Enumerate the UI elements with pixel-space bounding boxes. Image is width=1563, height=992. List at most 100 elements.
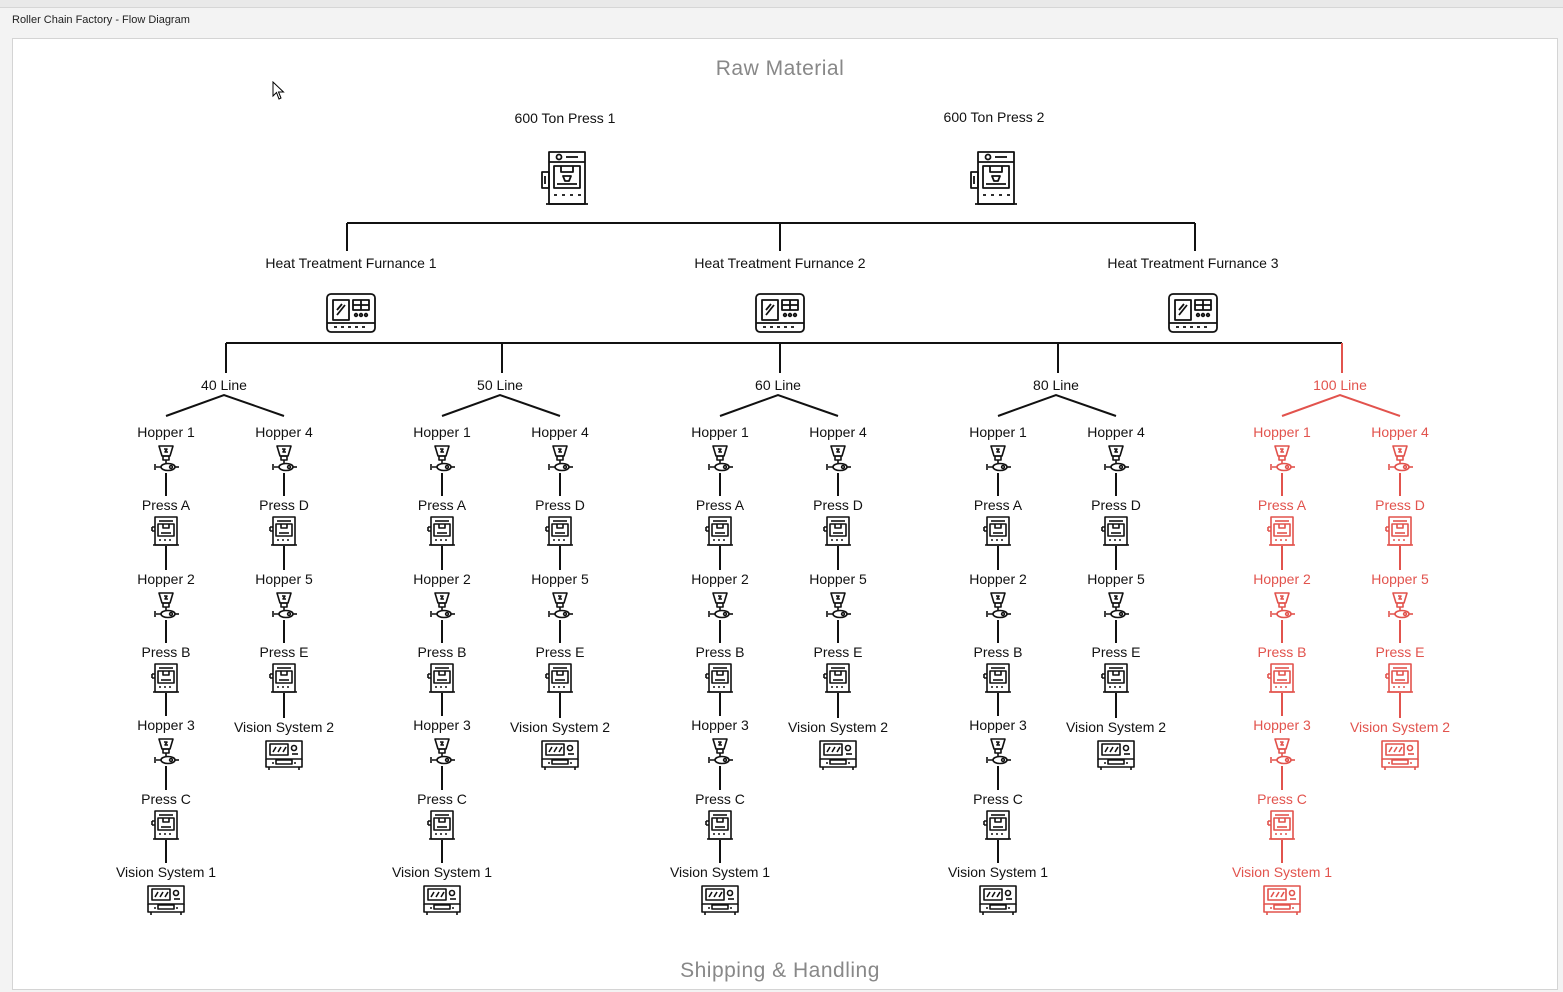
line-3-right_branch-label-3: Press E <box>1091 644 1141 660</box>
line-0-left_branch-label-4: Hopper 3 <box>137 717 195 733</box>
line-2-right_branch-label-1: Press D <box>813 497 863 513</box>
line-1-left_branch-press-icon-1[interactable] <box>425 514 459 553</box>
line-0-right_branch-hopper-icon-2[interactable] <box>268 590 300 627</box>
line-0-left_branch-label-1: Press A <box>141 497 191 513</box>
line-3-right_branch-vision-system-icon-4-graphic <box>1097 740 1135 770</box>
line-1-left_branch-label-3: Press B <box>417 644 467 660</box>
line-0-left_branch-hopper-icon-0[interactable] <box>150 443 182 480</box>
line-4-left_branch-label-1: Press A <box>1257 497 1307 513</box>
line-3-left_branch-hopper-icon-2[interactable] <box>982 590 1014 627</box>
furnace-2-icon[interactable] <box>753 291 807 340</box>
line-3-right_branch-vision-system-icon-4[interactable] <box>1095 738 1137 777</box>
line-2-right_branch-vision-system-icon-4[interactable] <box>817 738 859 777</box>
line-4-right_branch-hopper-icon-2[interactable] <box>1384 590 1416 627</box>
line-4-right_branch-hopper-icon-0[interactable] <box>1384 443 1416 480</box>
line-2-left_branch-label-2: Hopper 2 <box>691 571 749 587</box>
line-0-left_branch-press-icon-1[interactable] <box>149 514 183 553</box>
line-2-right_branch-hopper-icon-0[interactable] <box>822 443 854 480</box>
line-1-right_branch-hopper-icon-2[interactable] <box>544 590 576 627</box>
line-2-left_branch-press-icon-3-graphic <box>705 663 733 693</box>
line-split-4 <box>1281 393 1401 417</box>
line-2-right_branch-press-icon-3[interactable] <box>821 661 855 700</box>
line-1-right_branch-hopper-icon-0[interactable] <box>544 443 576 480</box>
line-4-right_branch-vision-system-icon-4[interactable] <box>1379 738 1421 777</box>
line-4-left_branch-press-icon-5[interactable] <box>1265 808 1299 847</box>
press-1-label: 600 Ton Press 1 <box>514 110 616 126</box>
line-0-right_branch-press-icon-1-graphic <box>269 516 297 546</box>
line-0-left_branch-hopper-icon-2[interactable] <box>150 590 182 627</box>
line-3-right_branch-label-2: Hopper 5 <box>1087 571 1145 587</box>
furnace-2-icon-graphic <box>755 293 805 333</box>
line-2-left_branch-hopper-icon-4[interactable] <box>704 736 736 773</box>
flow-diagram-canvas[interactable]: Raw Material Shipping & Handling 600 Ton… <box>12 38 1558 990</box>
line-0-right_branch-press-icon-3[interactable] <box>267 661 301 700</box>
line-2-left_branch-vision-system-icon-6[interactable] <box>699 883 741 922</box>
line-4-left_branch-label-0: Hopper 1 <box>1253 424 1311 440</box>
line-4-left_branch-hopper-icon-0[interactable] <box>1266 443 1298 480</box>
line-title-4: 100 Line <box>1313 377 1367 393</box>
line-1-left_branch-hopper-icon-0[interactable] <box>426 443 458 480</box>
furnace-3-icon[interactable] <box>1166 291 1220 340</box>
line-3-left_branch-press-icon-1[interactable] <box>981 514 1015 553</box>
line-2-left_branch-press-icon-5-graphic <box>705 810 733 840</box>
line-2-right_branch-hopper-icon-2[interactable] <box>822 590 854 627</box>
line-2-right_branch-label-2: Hopper 5 <box>809 571 867 587</box>
line-0-left_branch-hopper-icon-4-graphic <box>154 738 179 765</box>
line-2-left_branch-press-icon-1-graphic <box>705 516 733 546</box>
line-0-right_branch-press-icon-1[interactable] <box>267 514 301 553</box>
press-600-ton-1-icon-graphic <box>541 151 588 205</box>
line-1-left_branch-vision-system-icon-6[interactable] <box>421 883 463 922</box>
line-0-right_branch-hopper-icon-0-graphic <box>272 445 297 472</box>
line-4-left_branch-press-icon-1[interactable] <box>1265 514 1299 553</box>
line-4-right_branch-press-icon-1[interactable] <box>1383 514 1417 553</box>
line-4-right_branch-press-icon-3[interactable] <box>1383 661 1417 700</box>
line-0-left_branch-vision-system-icon-6[interactable] <box>145 883 187 922</box>
line-4-left_branch-vision-system-icon-6-graphic <box>1263 885 1301 915</box>
line-3-left_branch-press-icon-5-graphic <box>983 810 1011 840</box>
line-3-left_branch-press-icon-5[interactable] <box>981 808 1015 847</box>
line-1-left_branch-press-icon-3[interactable] <box>425 661 459 700</box>
line-3-right_branch-press-icon-1[interactable] <box>1099 514 1133 553</box>
line-3-left_branch-hopper-icon-0[interactable] <box>982 443 1014 480</box>
furnace-1-label: Heat Treatment Furnance 1 <box>265 255 437 271</box>
line-1-left_branch-hopper-icon-4[interactable] <box>426 736 458 773</box>
line-1-left_branch-press-icon-5[interactable] <box>425 808 459 847</box>
line-0-left_branch-hopper-icon-4[interactable] <box>150 736 182 773</box>
line-0-left_branch-press-icon-3[interactable] <box>149 661 183 700</box>
line-1-left_branch-press-icon-1-graphic <box>427 516 455 546</box>
line-2-left_branch-press-icon-1[interactable] <box>703 514 737 553</box>
line-0-right_branch-hopper-icon-0[interactable] <box>268 443 300 480</box>
line-3-left_branch-label-0: Hopper 1 <box>969 424 1027 440</box>
line-1-left_branch-hopper-icon-2[interactable] <box>426 590 458 627</box>
line-2-left_branch-hopper-icon-0[interactable] <box>704 443 736 480</box>
line-2-left_branch-press-icon-3[interactable] <box>703 661 737 700</box>
line-3-right_branch-press-icon-3-graphic <box>1101 663 1129 693</box>
line-2-right_branch-press-icon-1[interactable] <box>821 514 855 553</box>
line-4-left_branch-hopper-icon-4[interactable] <box>1266 736 1298 773</box>
press-600-ton-2-icon[interactable] <box>967 149 1021 214</box>
furnace-1-icon[interactable] <box>324 291 378 340</box>
line-3-left_branch-hopper-icon-4[interactable] <box>982 736 1014 773</box>
line-4-right_branch-label-4: Vision System 2 <box>1349 719 1451 735</box>
line-3-right_branch-hopper-icon-0[interactable] <box>1100 443 1132 480</box>
press-600-ton-1-icon[interactable] <box>538 149 592 214</box>
line-1-right_branch-vision-system-icon-4[interactable] <box>539 738 581 777</box>
line-0-left_branch-label-0: Hopper 1 <box>137 424 195 440</box>
line-3-left_branch-press-icon-3[interactable] <box>981 661 1015 700</box>
line-1-left_branch-label-4: Hopper 3 <box>413 717 471 733</box>
line-3-right_branch-hopper-icon-2[interactable] <box>1100 590 1132 627</box>
line-2-left_branch-press-icon-5[interactable] <box>703 808 737 847</box>
line-4-left_branch-vision-system-icon-6[interactable] <box>1261 883 1303 922</box>
line-1-left_branch-press-icon-5-graphic <box>427 810 455 840</box>
line-0-right_branch-press-icon-3-graphic <box>269 663 297 693</box>
line-3-right_branch-press-icon-3[interactable] <box>1099 661 1133 700</box>
line-4-left_branch-hopper-icon-2[interactable] <box>1266 590 1298 627</box>
line-2-left_branch-hopper-icon-2[interactable] <box>704 590 736 627</box>
line-1-right_branch-press-icon-1[interactable] <box>543 514 577 553</box>
line-0-left_branch-press-icon-5[interactable] <box>149 808 183 847</box>
line-3-left_branch-vision-system-icon-6[interactable] <box>977 883 1019 922</box>
line-3-left_branch-press-icon-1-graphic <box>983 516 1011 546</box>
line-4-left_branch-press-icon-3[interactable] <box>1265 661 1299 700</box>
line-0-right_branch-vision-system-icon-4[interactable] <box>263 738 305 777</box>
line-1-right_branch-press-icon-3[interactable] <box>543 661 577 700</box>
